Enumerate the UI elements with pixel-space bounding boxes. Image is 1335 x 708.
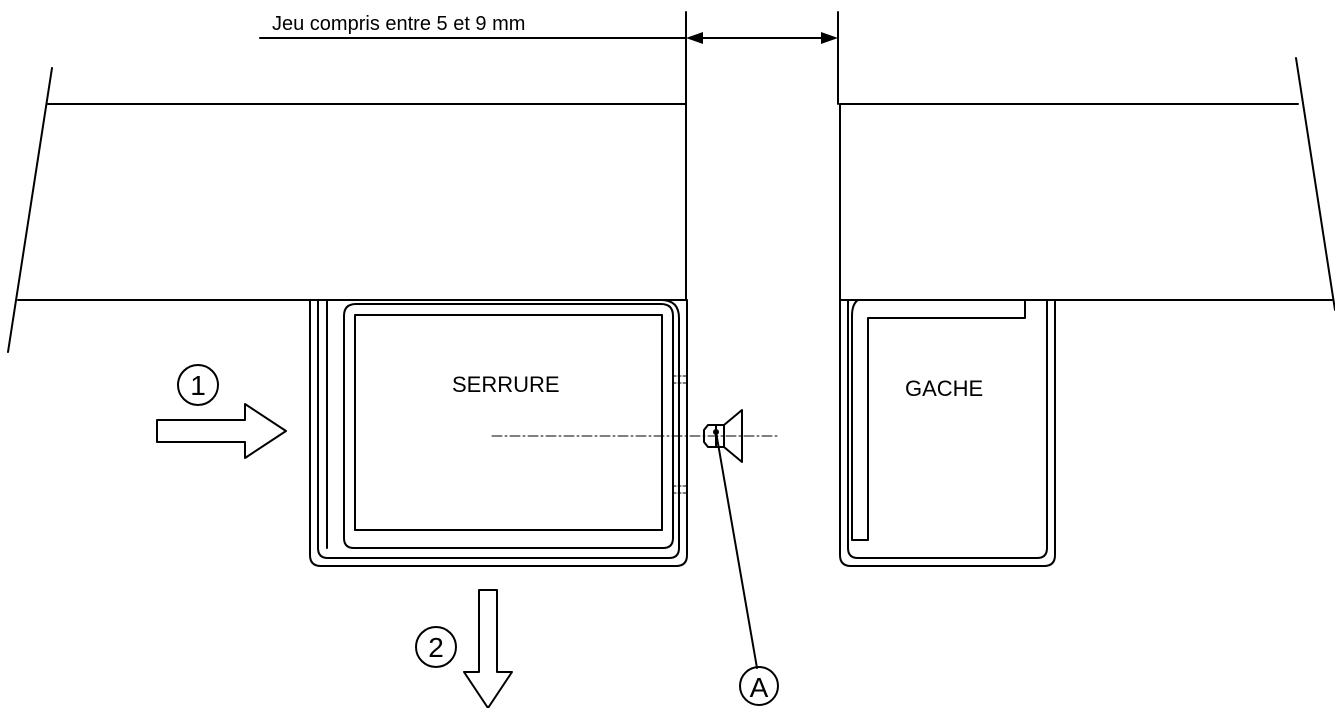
strike-label: GACHE — [905, 376, 983, 401]
dimension-arrowhead-right — [821, 32, 838, 44]
right-door-panel — [839, 57, 1335, 311]
dimension-arrowhead-left — [686, 32, 703, 44]
gap-dimension — [259, 11, 839, 105]
callout-2-label: 2 — [428, 632, 444, 663]
callout-1-circle — [177, 364, 219, 406]
screw-a — [703, 409, 758, 669]
callout-a-label: A — [750, 672, 769, 703]
lock-label: SERRURE — [452, 372, 560, 397]
callout-a-circle — [739, 666, 779, 706]
gap-dimension-label: Jeu compris entre 5 et 9 mm — [272, 13, 525, 35]
lock-body — [309, 299, 688, 567]
left-door-panel — [7, 67, 687, 353]
arrow-down — [463, 589, 513, 708]
callout-1-label: 1 — [190, 370, 206, 401]
callout-2-circle — [415, 626, 457, 668]
strike-box — [839, 299, 1056, 567]
arrow-right — [156, 403, 287, 459]
